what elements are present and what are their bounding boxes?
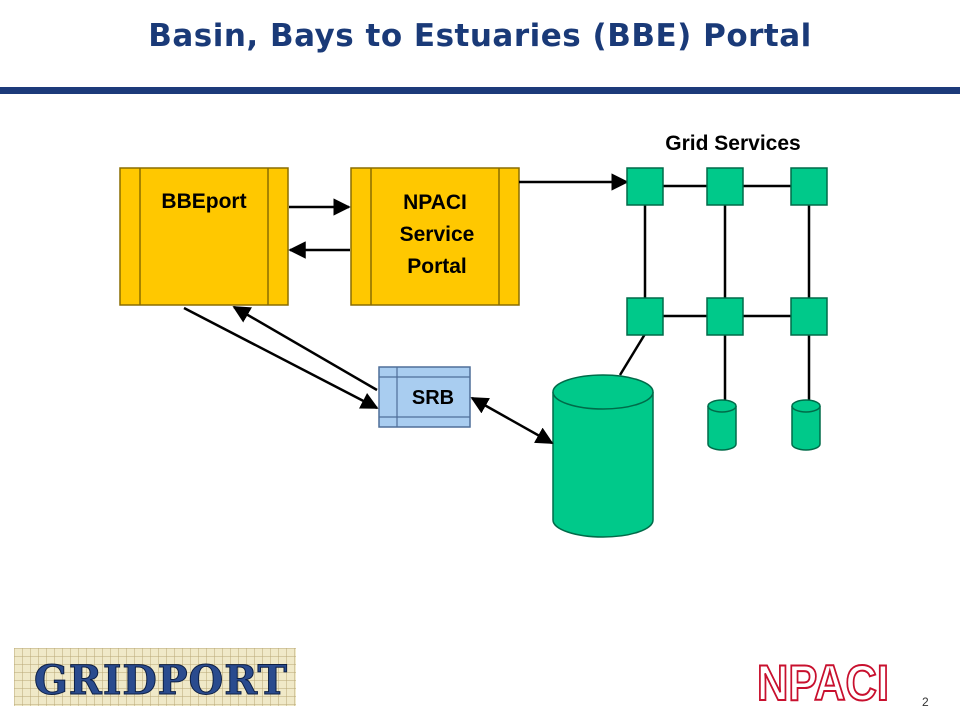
slide-title: Basin, Bays to Estuaries (BBE) Portal (148, 18, 812, 54)
npaci-service-portal-box: NPACI Service Portal (350, 167, 520, 306)
npaci-logo: NPACI (757, 654, 890, 706)
gridport-logo-text: GRIDPORT (34, 657, 288, 704)
npaci-line-3: Portal (407, 255, 467, 278)
grid-services-label: Grid Services (665, 132, 800, 155)
gridport-logo: GRIDPORT (14, 648, 296, 706)
grid-node (626, 167, 664, 206)
npaci-line-2: Service (400, 223, 475, 246)
grid-node (626, 297, 664, 336)
grid-node (706, 167, 744, 206)
title-rule (0, 87, 960, 94)
page-number: 2 (922, 695, 929, 709)
grid-nodes (626, 167, 828, 336)
small-storage-cylinder (707, 399, 737, 451)
npaci-line-1: NPACI (403, 191, 467, 214)
large-storage-cylinder (552, 374, 654, 538)
npaci-logo-text: NPACI (757, 655, 889, 706)
arrow-srb-to-bbeport (232, 305, 378, 392)
srb-label: SRB (412, 387, 454, 409)
srb-box: SRB (378, 366, 471, 428)
grid-node (706, 297, 744, 336)
arrow-srb-storage (470, 396, 554, 445)
grid-node (790, 297, 828, 336)
small-storage-cylinder (791, 399, 821, 451)
bbeport-label: BBEport (161, 190, 246, 213)
grid-node (790, 167, 828, 206)
arrow-bbeport-to-srb (183, 306, 379, 410)
bbeport-box: BBEport (119, 167, 289, 306)
